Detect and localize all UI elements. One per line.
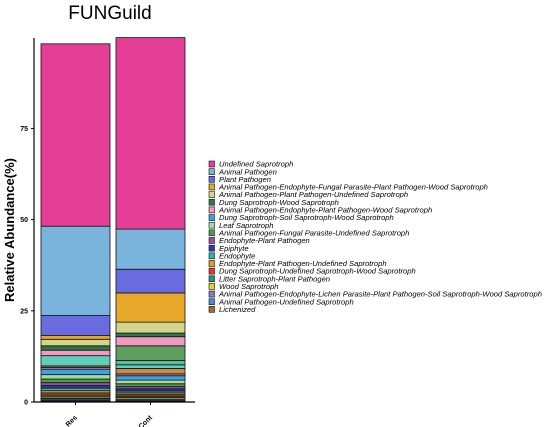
bar-res-segment-16 <box>40 335 111 340</box>
legend-label-7: Dung Saprotroph-Soil Saprotroph-Wood Sap… <box>219 213 394 222</box>
legend-label-15: Litter Saprotroph-Plant Pathogen <box>219 274 330 283</box>
y-tick-label-75: 75 <box>20 126 28 133</box>
legend-swatch-15 <box>208 275 215 283</box>
legend-label-3: Animal Pathogen-Endophyte-Fungal Parasit… <box>218 183 488 192</box>
bar-res-segment-17 <box>40 315 111 337</box>
bar-cont-segment-17 <box>115 268 186 294</box>
bar-res-segment-19 <box>40 43 111 227</box>
bar-res-segment-9 <box>40 382 111 386</box>
legend-label-9: Animal Pathogen-Fungal Parasite-Undefine… <box>218 228 409 237</box>
legend-label-6: Animal Pathogen-Endophyte-Plant Pathogen… <box>218 206 432 215</box>
legend-swatch-9 <box>208 229 215 237</box>
y-tick-label-0: 0 <box>24 400 28 407</box>
bar-cont-extra-segment-1 <box>115 368 186 375</box>
bar-res-segment-13 <box>40 349 111 357</box>
bar-cont-segment-10 <box>115 383 186 388</box>
bar-cont-extra-segment-4 <box>115 345 186 361</box>
legend-swatch-11 <box>208 244 215 252</box>
axes-group: 0 25 50 75 <box>20 38 195 407</box>
legend-label-18: Animal Pathogen-Undefined Saprotroph <box>218 297 354 306</box>
legend-label-19: Lichenized <box>219 305 256 314</box>
bar-cont-segment-16 <box>115 292 186 323</box>
bar-res-segment-12 <box>40 368 111 376</box>
bar-res-segment-15 <box>40 338 111 347</box>
legend-label-16: Wood Saprotroph <box>219 282 279 291</box>
bar-cont-extra-segment-2 <box>115 364 186 369</box>
legend-swatch-16 <box>208 283 215 290</box>
bar-res-segment-14 <box>40 345 111 351</box>
bar-cont-segment-13 <box>115 336 186 347</box>
bar-cont-segment-11 <box>115 379 186 385</box>
legend-label-8: Leaf Saprotroph <box>219 221 273 230</box>
legend-label-17: Animal Pathogen-Endophyte-Lichen Parasit… <box>218 290 542 299</box>
legend-label-12: Endophyte <box>219 251 255 260</box>
legend-swatch-8 <box>208 221 215 229</box>
legend-label-4: Animal Pathogen-Plant Pathogen-Undefined… <box>218 190 408 199</box>
legend-swatch-3 <box>208 183 215 191</box>
legend-swatch-2 <box>208 176 215 183</box>
legend-label-10: Endophyte-Plant Pathogen <box>219 236 310 245</box>
legend-label-2: Plant Pathogen <box>219 175 271 184</box>
y-axis-label: Relative Abundance(%) <box>2 158 17 302</box>
x-tick-label-res: Res <box>65 414 79 427</box>
legend-swatch-14 <box>208 267 215 275</box>
bar-cont-extra-segment-3 <box>115 360 186 366</box>
legend-swatch-17 <box>208 290 215 298</box>
legend-swatch-10 <box>208 237 215 244</box>
legend-label-5: Dung Saprotroph-Wood Saprotroph <box>219 198 339 207</box>
bar-res-extra-segment-2 <box>40 355 111 367</box>
bar-res-segment-11 <box>40 374 111 380</box>
legend-swatch-12 <box>208 252 215 260</box>
y-tick-label-50: 50 <box>20 217 28 224</box>
chart-title: FUNGuild <box>68 3 151 24</box>
legend-label-13: Endophyte-Plant Pathogen-Undefined Sapro… <box>219 259 387 268</box>
legend-swatch-13 <box>208 260 215 267</box>
legend-swatch-5 <box>208 198 215 206</box>
bar-cont-segment-12 <box>115 375 186 381</box>
legend-swatch-4 <box>208 191 215 198</box>
bar-res-segment-10 <box>40 378 111 384</box>
x-tick-label-cont: Cont <box>138 414 155 427</box>
bars-group: Res Cont <box>40 37 186 427</box>
bar-cont-segment-18 <box>115 228 186 270</box>
legend-swatch-18 <box>208 298 215 306</box>
legend-label-0: Undefined Saprotroph <box>219 160 293 169</box>
legend-label-1: Animal Pathogen <box>218 167 277 176</box>
legend-swatch-6 <box>208 206 215 214</box>
legend-label-11: Epiphyte <box>219 244 249 253</box>
bar-cont-segment-19 <box>115 37 186 230</box>
bar-res-segment-18 <box>40 225 111 316</box>
y-tick-label-25: 25 <box>20 308 28 315</box>
legend-swatch-0 <box>208 160 215 168</box>
legend-swatch-1 <box>208 168 215 175</box>
legend-swatch-19 <box>208 306 215 313</box>
legend-label-14: Dung Saprotroph-Undefined Saprotroph-Woo… <box>219 267 416 276</box>
bar-cont-segment-15 <box>115 321 186 334</box>
legend-swatch-7 <box>208 214 215 221</box>
bar-cont-segment-14 <box>115 332 186 338</box>
